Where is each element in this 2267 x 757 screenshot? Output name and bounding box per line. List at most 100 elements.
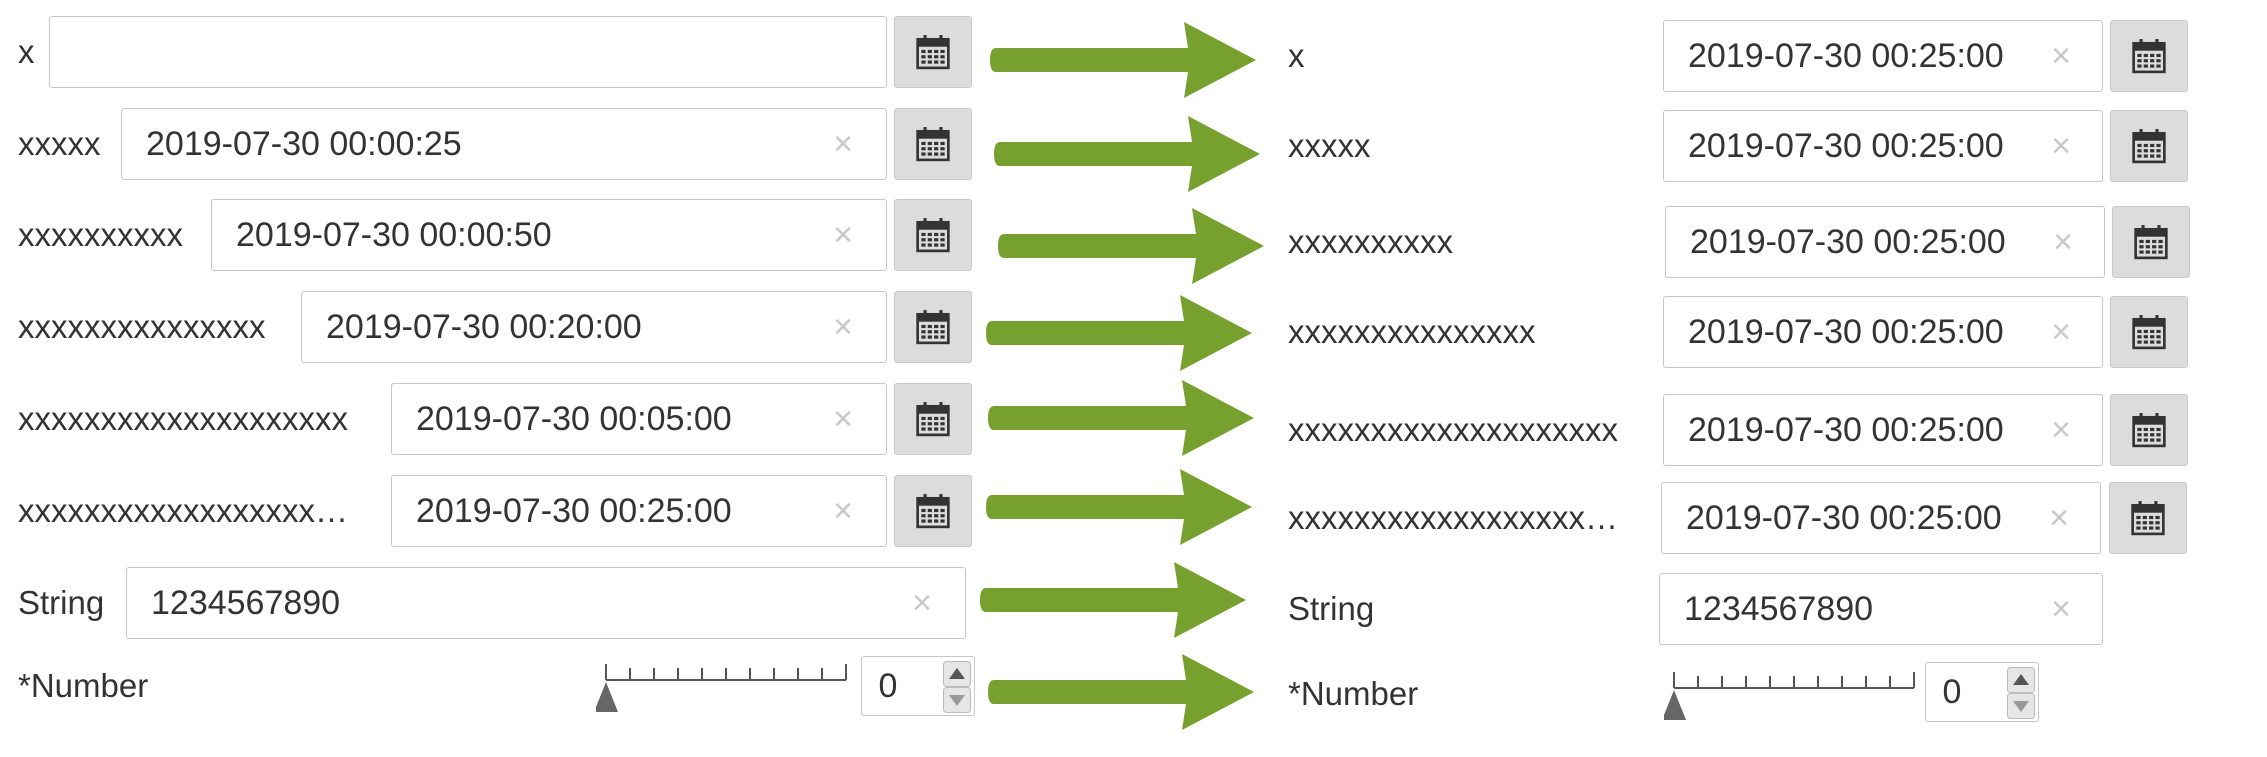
right-arrow-icon (988, 20, 1258, 100)
datetime-row-6: xxxxxxxxxxxxxxxxxx… 2019-07-30 00:25:00 … (1275, 482, 2265, 554)
clear-icon[interactable]: × (2051, 313, 2071, 351)
datetime-input[interactable]: 2019-07-30 00:25:00 × (391, 475, 887, 547)
clear-icon[interactable]: × (2051, 411, 2071, 449)
clear-icon[interactable]: × (2051, 37, 2071, 75)
clear-icon[interactable]: × (833, 400, 853, 438)
calendar-icon (2132, 38, 2166, 74)
datetime-row-4: xxxxxxxxxxxxxxx 2019-07-30 00:20:00 × (0, 291, 980, 363)
field-label: xxxxxxxxxx (1288, 223, 1453, 260)
calendar-button[interactable] (894, 475, 972, 547)
calendar-icon (916, 217, 950, 253)
input-value: 2019-07-30 00:25:00 (416, 492, 732, 530)
datetime-input[interactable]: 2019-07-30 00:25:00 × (1661, 482, 2101, 554)
spinner-arrows-icon[interactable] (2007, 667, 2035, 719)
field-label: xxxxx (1288, 127, 1371, 164)
clear-icon[interactable]: × (2049, 499, 2069, 537)
calendar-icon (916, 34, 950, 70)
right-arrow-icon (984, 293, 1254, 373)
field-label: xxxxx (18, 125, 101, 162)
right-arrow-icon (992, 114, 1262, 194)
calendar-icon (916, 126, 950, 162)
calendar-icon (2131, 500, 2165, 536)
input-value: 2019-07-30 00:25:00 (1688, 411, 2004, 449)
input-value: 1234567890 (151, 584, 341, 622)
calendar-icon (916, 309, 950, 345)
field-label: xxxxxxxxxxxxxxxxxxxx (1288, 411, 1618, 448)
string-input[interactable]: 1234567890 × (126, 567, 966, 639)
input-value: 2019-07-30 00:20:00 (326, 308, 642, 346)
calendar-button[interactable] (2110, 394, 2188, 466)
string-row: String 1234567890 × (0, 567, 980, 639)
clear-icon[interactable]: × (833, 308, 853, 346)
field-label: xxxxxxxxxx (18, 216, 183, 253)
datetime-input[interactable] (49, 16, 887, 88)
number-spinner[interactable]: 0 (861, 656, 975, 716)
input-value: 2019-07-30 00:25:00 (1688, 127, 2004, 165)
number-spinner[interactable]: 0 (1925, 662, 2039, 722)
datetime-input[interactable]: 2019-07-30 00:25:00 × (1663, 394, 2103, 466)
right-form-panel: x 2019-07-30 00:25:00 × xxxxx 2019-07-30… (1275, 0, 2267, 757)
calendar-icon (2134, 224, 2168, 260)
calendar-icon (2132, 314, 2166, 350)
datetime-row-3: xxxxxxxxxx 2019-07-30 00:25:00 × (1275, 206, 2265, 278)
calendar-icon (916, 493, 950, 529)
calendar-button[interactable] (894, 383, 972, 455)
calendar-button[interactable] (2109, 482, 2187, 554)
input-value: 2019-07-30 00:00:25 (146, 125, 462, 163)
field-label: x (18, 33, 35, 70)
datetime-input[interactable]: 2019-07-30 00:00:50 × (211, 199, 887, 271)
datetime-input[interactable]: 2019-07-30 00:25:00 × (1663, 110, 2103, 182)
datetime-row-1: x (0, 16, 980, 88)
calendar-button[interactable] (2110, 110, 2188, 182)
calendar-button[interactable] (894, 291, 972, 363)
calendar-button[interactable] (894, 199, 972, 271)
spinner-value: 0 (878, 667, 898, 705)
calendar-button[interactable] (2112, 206, 2190, 278)
datetime-input[interactable]: 2019-07-30 00:20:00 × (301, 291, 887, 363)
field-label: *Number (1288, 675, 1419, 712)
right-arrow-icon (978, 560, 1248, 640)
right-arrow-icon (986, 652, 1256, 732)
clear-icon[interactable]: × (2053, 223, 2073, 261)
calendar-button[interactable] (2110, 296, 2188, 368)
datetime-row-5: xxxxxxxxxxxxxxxxxxxx 2019-07-30 00:25:00… (1275, 394, 2265, 466)
datetime-input[interactable]: 2019-07-30 00:25:00 × (1663, 20, 2103, 92)
clear-icon[interactable]: × (912, 584, 932, 622)
number-slider[interactable] (1664, 666, 1924, 722)
number-slider[interactable] (596, 658, 856, 714)
clear-icon[interactable]: × (2051, 590, 2071, 628)
input-value: 2019-07-30 00:05:00 (416, 400, 732, 438)
input-value: 1234567890 (1684, 590, 1874, 628)
datetime-input[interactable]: 2019-07-30 00:00:25 × (121, 108, 887, 180)
input-value: 2019-07-30 00:00:50 (236, 216, 552, 254)
datetime-row-2: xxxxx 2019-07-30 00:00:25 × (0, 108, 980, 180)
calendar-button[interactable] (894, 16, 972, 88)
spinner-arrows-icon[interactable] (943, 661, 971, 713)
field-label: xxxxxxxxxxxxxxx (1288, 313, 1536, 350)
spinner-value: 0 (1942, 673, 1962, 711)
string-input[interactable]: 1234567890 × (1659, 573, 2103, 645)
clear-icon[interactable]: × (833, 492, 853, 530)
input-value: 2019-07-30 00:25:00 (1686, 499, 2002, 537)
datetime-input[interactable]: 2019-07-30 00:25:00 × (1663, 296, 2103, 368)
datetime-row-2: xxxxx 2019-07-30 00:25:00 × (1275, 110, 2265, 182)
datetime-row-3: xxxxxxxxxx 2019-07-30 00:00:50 × (0, 199, 980, 271)
clear-icon[interactable]: × (833, 216, 853, 254)
string-row: String 1234567890 × (1275, 573, 2265, 645)
number-row: *Number 0 (1275, 658, 2265, 730)
clear-icon[interactable]: × (2051, 127, 2071, 165)
clear-icon[interactable]: × (833, 125, 853, 163)
calendar-button[interactable] (894, 108, 972, 180)
calendar-icon (2132, 128, 2166, 164)
field-label: xxxxxxxxxxxxxxxxxx… (18, 492, 348, 529)
number-row: *Number 0 (0, 650, 980, 722)
calendar-icon (2132, 412, 2166, 448)
field-label: xxxxxxxxxxxxxxx (18, 308, 266, 345)
datetime-row-1: x 2019-07-30 00:25:00 × (1275, 20, 2265, 92)
field-label: String (18, 584, 105, 621)
datetime-input[interactable]: 2019-07-30 00:25:00 × (1665, 206, 2105, 278)
datetime-row-6: xxxxxxxxxxxxxxxxxx… 2019-07-30 00:25:00 … (0, 475, 980, 547)
datetime-input[interactable]: 2019-07-30 00:05:00 × (391, 383, 887, 455)
right-arrow-icon (986, 378, 1256, 458)
calendar-button[interactable] (2110, 20, 2188, 92)
